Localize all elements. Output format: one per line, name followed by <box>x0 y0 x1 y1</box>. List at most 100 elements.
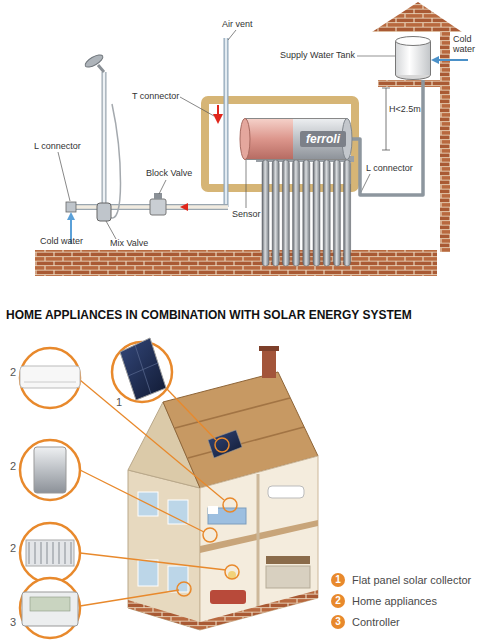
tank-edge <box>245 159 347 160</box>
leader-line <box>106 221 116 239</box>
kitchen-counter <box>266 566 310 588</box>
evacuated-tube <box>282 160 289 266</box>
brick-slab <box>378 80 450 87</box>
legend-row: Flat panel solar collector <box>331 573 491 587</box>
tank-inner <box>245 118 293 160</box>
pillow <box>208 506 218 514</box>
legend-row: Controller <box>331 615 491 629</box>
evacuated-tube <box>293 160 300 266</box>
legend-number: 2 <box>331 594 345 608</box>
dimension-tick <box>382 150 390 151</box>
brick-roof <box>372 2 462 32</box>
callout-circle <box>20 578 80 638</box>
callout-ring <box>203 528 217 542</box>
callout-line <box>80 470 204 532</box>
legend-number: 3 <box>331 615 345 629</box>
part-label: Air vent <box>222 19 272 29</box>
callout-ring <box>225 565 239 579</box>
legend-number: 1 <box>331 573 345 587</box>
part-label: Block Valve <box>146 168 206 178</box>
controller-screen <box>30 597 70 611</box>
legend-text: Home appliances <box>352 594 437 608</box>
callout-number: 1 <box>116 396 128 409</box>
solar-panel <box>120 338 166 400</box>
tank-shell <box>293 118 347 160</box>
part-label: Cold water <box>40 236 90 246</box>
window <box>138 560 158 586</box>
leader-line <box>58 152 70 201</box>
callout-circle <box>20 523 80 583</box>
callout-number: 2 <box>10 366 22 379</box>
window <box>168 500 188 524</box>
part-label: L connector <box>34 141 94 151</box>
evacuated-tube <box>323 160 330 266</box>
callout-line <box>166 388 216 440</box>
node-label: Supply Water Tank <box>265 50 355 60</box>
leader-line <box>246 156 247 208</box>
window <box>168 566 188 592</box>
node-label: ferroli <box>300 131 346 147</box>
callout-ring <box>177 582 191 596</box>
shower-arm <box>98 65 104 72</box>
evacuated-tube <box>262 160 269 266</box>
valve-handle <box>154 193 162 199</box>
tank-side <box>430 41 431 75</box>
interior-wall <box>257 474 260 614</box>
roof-rafter <box>175 398 290 428</box>
boiler <box>34 447 66 493</box>
flow-arrow <box>67 212 75 220</box>
callout-circle <box>20 348 80 408</box>
chimney-cap <box>259 346 279 351</box>
legend-text: Controller <box>352 615 400 629</box>
callout-line <box>80 553 226 570</box>
chimney <box>262 350 276 378</box>
tank-end <box>240 119 250 160</box>
brick-ground <box>35 250 437 276</box>
panel-grid <box>135 345 151 394</box>
cold-water-inlet <box>436 59 468 61</box>
evacuated-tube <box>272 160 279 266</box>
callout-number: 2 <box>10 542 22 555</box>
evacuated-tube <box>333 160 340 266</box>
evacuated-tubes <box>262 160 351 266</box>
supply-tank: Supply Water Tank <box>395 36 431 80</box>
dimension-line <box>386 88 387 150</box>
callout-ring <box>223 498 237 512</box>
shower-riser <box>102 72 107 203</box>
tank-body <box>396 41 431 75</box>
callout-circle <box>20 440 80 500</box>
hot-water-pipe <box>70 204 228 210</box>
brick-base <box>128 590 318 630</box>
kitchen-cabinet <box>266 556 310 564</box>
solar-tank: ferroli <box>240 118 352 160</box>
dimension-tick <box>382 88 390 89</box>
callout-number: 2 <box>10 460 22 473</box>
shower-head <box>83 53 104 70</box>
shower-riser <box>103 72 106 203</box>
tank-edge <box>245 118 347 119</box>
brick-wall <box>440 30 450 252</box>
leader-line <box>357 56 395 57</box>
radiator-fins <box>28 542 72 564</box>
bathtub <box>268 486 304 498</box>
heading: HOME APPLIANCES IN COMBINATION WITH SOLA… <box>6 309 494 323</box>
part-label: Cold water <box>453 34 483 55</box>
roof-solar-panel <box>208 430 242 458</box>
shower-hose <box>108 104 121 218</box>
house-interior <box>200 456 318 630</box>
flow-arrow <box>213 114 223 124</box>
part-label: T connector <box>132 91 192 101</box>
block-valve <box>150 199 166 215</box>
part-label: Sensor <box>232 209 272 219</box>
sofa <box>210 590 246 604</box>
evacuated-tube <box>344 160 351 266</box>
air-vent-pipe <box>225 38 228 207</box>
leader-line <box>159 180 166 194</box>
ac-vent <box>24 382 76 383</box>
legend-text: Flat panel solar collector <box>352 573 471 587</box>
part-label: L connector <box>366 163 426 173</box>
air-conditioner <box>20 366 80 388</box>
part-label: Mix Valve <box>110 238 160 248</box>
